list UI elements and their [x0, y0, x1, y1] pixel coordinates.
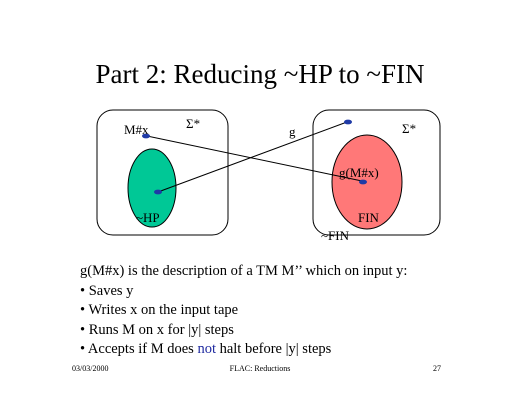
image-label: g(M#x) [339, 165, 379, 180]
bullet-text: Runs M on x for |y| steps [88, 321, 234, 338]
left-universe-box [96, 109, 229, 236]
bullet-text: Saves y [88, 282, 134, 299]
bullet-item: • Accepts if M does not halt before |y| … [80, 341, 332, 357]
image-point-fin [359, 179, 367, 185]
bullet-text: Writes x on the input tape [88, 302, 239, 318]
mx-point [142, 133, 150, 139]
not-hp-label: ~HP [136, 210, 160, 225]
not-fin-label: ~FIN [321, 228, 350, 243]
left-universe-label: Σ* [186, 116, 200, 131]
hp-point [154, 189, 162, 195]
bullet-item: • Writes x on the input tape [80, 302, 239, 318]
bullet-text-after: halt before |y| steps [215, 341, 332, 357]
body-text: g(M#x) is the description of a TM M’’ wh… [80, 262, 407, 360]
map-arrow-mx [146, 135, 363, 182]
bullet-text-before: Accepts if M does [87, 341, 198, 357]
intro-line: g(M#x) is the description of a TM M’’ wh… [80, 263, 408, 279]
footer-page-number: 27 [433, 364, 441, 373]
slide-title: Part 2: Reducing ~HP to ~FIN [95, 59, 425, 89]
right-universe-box [312, 109, 441, 236]
map-arrow-hp [157, 121, 348, 193]
image-point-complement [344, 119, 352, 125]
footer-date: 03/03/2000 [72, 364, 109, 373]
bullet-item: • Saves y [80, 282, 134, 299]
fin-label: FIN [358, 210, 380, 225]
map-g-label: g [289, 124, 296, 139]
highlight-not: not [197, 341, 216, 357]
bullet-item: • Runs M on x for |y| steps [80, 321, 234, 338]
footer-course: FLAC: Reductions [229, 364, 291, 373]
mx-label: M#x [124, 122, 149, 137]
right-universe-label: Σ* [402, 121, 416, 136]
not-hp-region [127, 148, 177, 228]
